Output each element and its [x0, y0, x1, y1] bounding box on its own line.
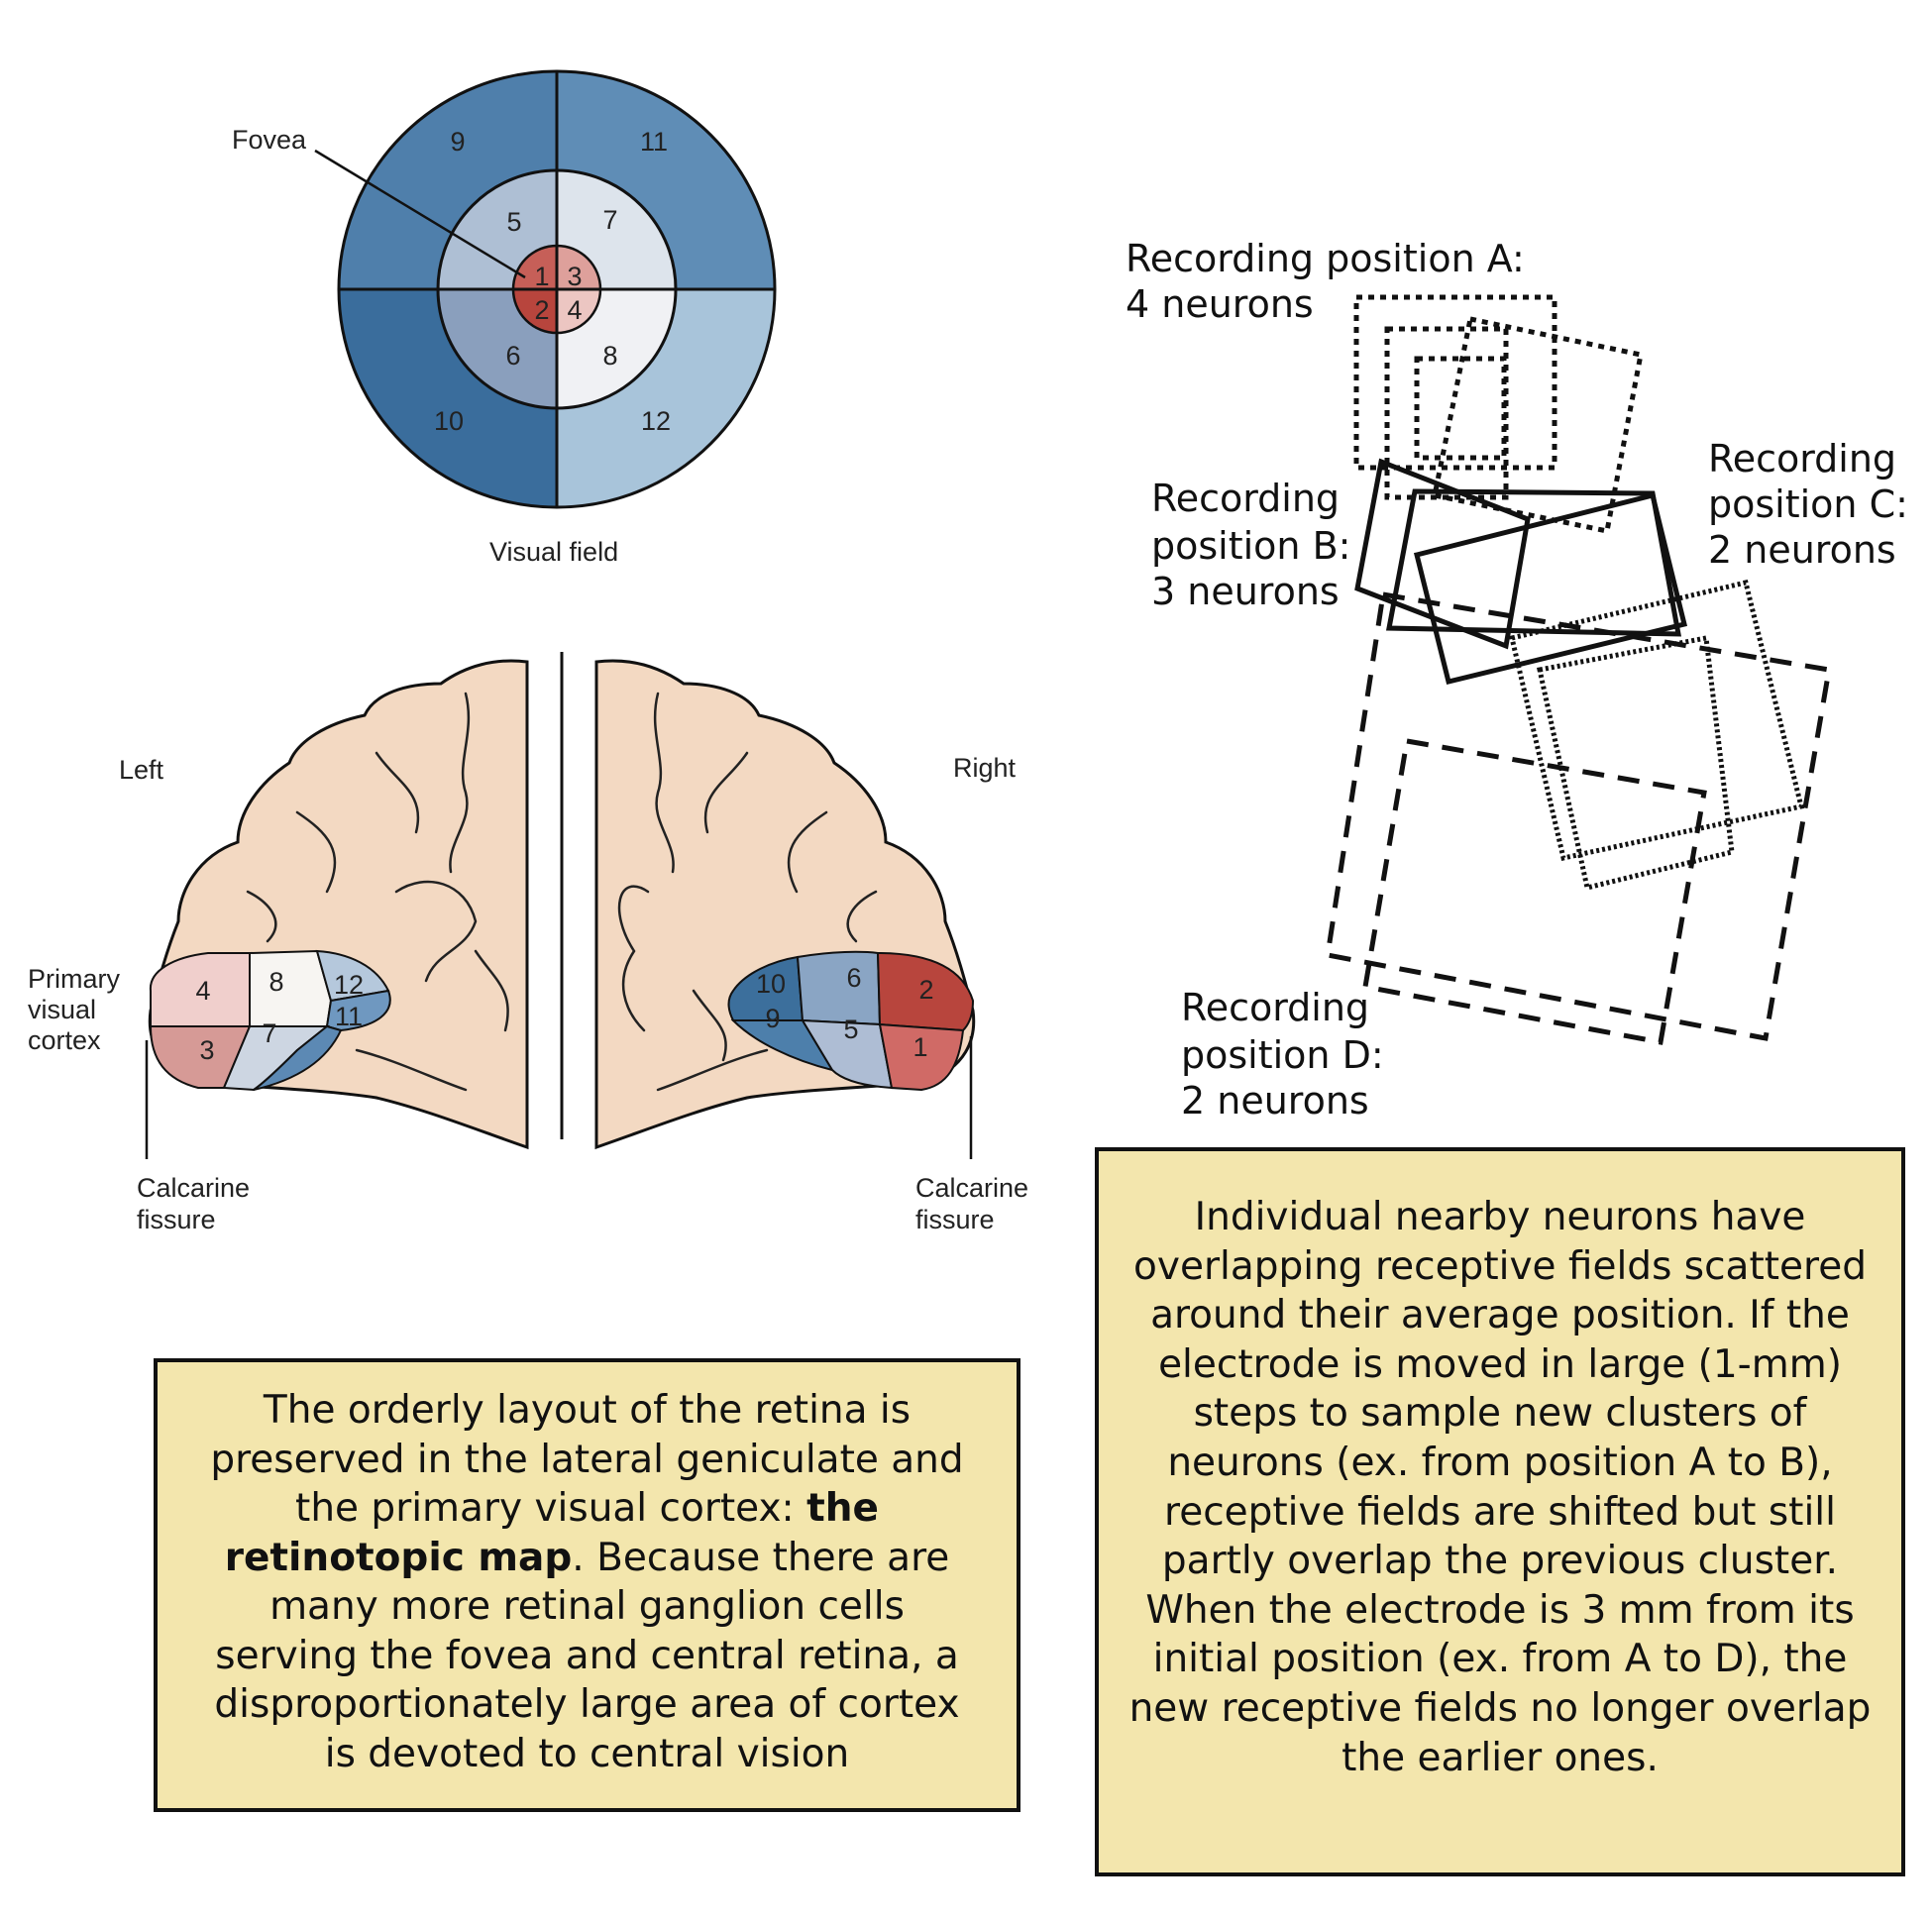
fovea-pointer — [314, 149, 526, 279]
position-b-label-3: 3 neurons — [1151, 570, 1340, 613]
rf-c1 — [1508, 579, 1805, 861]
right-v1-label-5: 5 — [843, 1015, 858, 1044]
zone-label-6: 6 — [505, 341, 520, 371]
visual-field-diagram: Fovea 9 11 10 12 5 7 6 8 1 3 2 4 Visual … — [232, 69, 777, 567]
left-v1-label-7: 7 — [262, 1018, 276, 1048]
receptive-field-diagram: Recording position A: 4 neurons Recordin… — [1126, 237, 1908, 1122]
calcarine-left-label-1: Calcarine — [137, 1173, 250, 1203]
left-label: Left — [119, 755, 164, 785]
zone-2 — [513, 289, 557, 333]
rf-a1 — [1353, 294, 1557, 471]
zone-label-9: 9 — [450, 127, 465, 157]
position-d-label-1: Recording — [1181, 986, 1369, 1029]
left-v1-label-3: 3 — [199, 1035, 214, 1065]
zone-label-3: 3 — [567, 262, 582, 291]
primary-visual-cortex-label-3: cortex — [28, 1025, 101, 1055]
zone-label-10: 10 — [434, 406, 464, 436]
right-v1-zone-2 — [876, 951, 975, 1032]
left-v1-zone-8 — [249, 949, 333, 1027]
zone-1 — [513, 246, 557, 289]
position-d-label-3: 2 neurons — [1181, 1079, 1369, 1122]
position-b-label-1: Recording — [1151, 477, 1340, 520]
position-c-label-3: 2 neurons — [1708, 528, 1896, 572]
note-text-part-2: . Because there are many more retinal ga… — [214, 1535, 960, 1776]
rf-d1 — [1325, 591, 1832, 1041]
rf-d2 — [1362, 738, 1707, 1045]
calcarine-right-label-1: Calcarine — [915, 1173, 1028, 1203]
left-v1-label-12: 12 — [334, 970, 364, 1000]
receptive-field-text: Individual nearby neurons have overlappi… — [1128, 1195, 1872, 1780]
zone-3 — [557, 246, 600, 289]
zone-label-2: 2 — [534, 295, 549, 325]
primary-visual-cortex-label-2: visual — [28, 995, 96, 1024]
right-v1-zone-6 — [796, 950, 882, 1026]
position-a-label-1: Recording position A: — [1126, 237, 1525, 280]
left-v1-label-8: 8 — [268, 967, 283, 997]
position-a-label-2: 4 neurons — [1126, 282, 1314, 326]
rf-a3 — [1414, 356, 1507, 461]
brain-diagram: 4 8 12 11 3 7 10 9 6 5 2 1 Left Right Pr… — [28, 652, 1028, 1234]
rf-a2 — [1384, 326, 1509, 500]
left-v1-zone-11b — [253, 1024, 343, 1091]
position-b-fields — [1354, 458, 1688, 686]
position-d-fields — [1325, 591, 1832, 1045]
retinotopic-map-note: The orderly layout of the retina is pres… — [154, 1358, 1020, 1812]
rf-c2 — [1537, 635, 1735, 892]
calcarine-right-label-2: fissure — [915, 1205, 995, 1234]
right-v1-zone-1 — [878, 1022, 965, 1092]
zone-label-8: 8 — [602, 341, 617, 371]
left-v1-zone-3 — [149, 1025, 252, 1089]
retinotopic-map-text: The orderly layout of the retina is pres… — [201, 1386, 973, 1778]
rf-b1 — [1354, 458, 1531, 650]
position-d-label-2: position D: — [1181, 1033, 1384, 1077]
position-a-fields — [1353, 294, 1644, 534]
zone-label-7: 7 — [602, 205, 617, 235]
fovea-label: Fovea — [232, 125, 307, 155]
zone-4 — [557, 289, 600, 333]
right-label: Right — [953, 753, 1017, 783]
primary-visual-cortex-label-1: Primary — [28, 964, 120, 994]
left-v1-label-11: 11 — [335, 1002, 363, 1031]
zone-label-5: 5 — [506, 207, 521, 237]
note-text-part-1: The orderly layout of the retina is pres… — [210, 1388, 964, 1531]
left-v1-label-4: 4 — [195, 976, 210, 1006]
zone-label-12: 12 — [641, 406, 671, 436]
rf-b3 — [1413, 491, 1688, 686]
right-v1-label-6: 6 — [846, 963, 861, 993]
rf-b2 — [1385, 488, 1682, 637]
right-v1-label-1: 1 — [912, 1032, 927, 1062]
right-v1-label-9: 9 — [765, 1004, 780, 1033]
position-c-fields — [1508, 579, 1805, 892]
visual-field-caption: Visual field — [489, 537, 618, 567]
rf-a4 — [1432, 316, 1644, 534]
receptive-field-note: Individual nearby neurons have overlappi… — [1095, 1147, 1905, 1876]
zone-label-11: 11 — [640, 127, 668, 157]
position-c-label-2: position C: — [1708, 482, 1908, 526]
zone-label-1: 1 — [534, 262, 549, 291]
zone-label-4: 4 — [567, 295, 582, 325]
calcarine-left-label-2: fissure — [137, 1205, 216, 1234]
note-bold-term: the retinotopic map — [224, 1486, 879, 1580]
position-b-label-2: position B: — [1151, 524, 1350, 568]
right-v1-label-2: 2 — [918, 975, 933, 1005]
position-c-label-1: Recording — [1708, 437, 1896, 481]
right-v1-label-10: 10 — [756, 969, 786, 999]
